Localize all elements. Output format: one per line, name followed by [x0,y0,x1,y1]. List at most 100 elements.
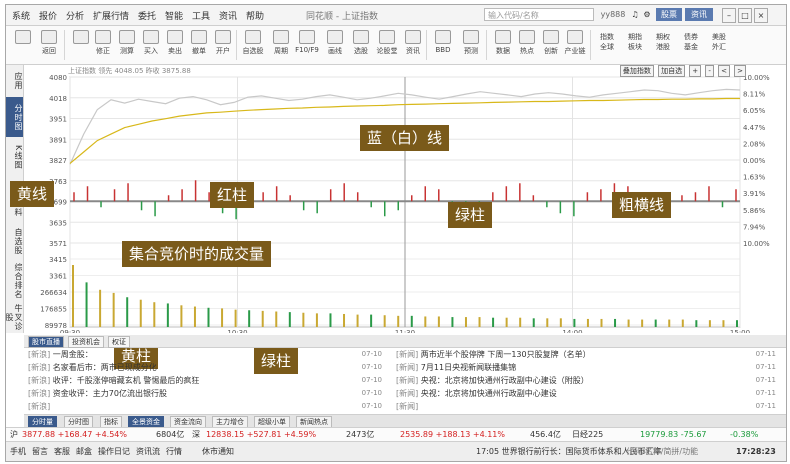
layout-icon[interactable] [10,28,36,62]
hot-button[interactable]: 热点 [514,28,540,62]
menu-ext-market[interactable]: 扩展行情 [93,12,130,22]
menu-trade[interactable]: 委托 [138,12,157,22]
stock-mode-button[interactable]: 股票 [656,8,682,21]
industry-chain-button[interactable]: 产业链 [562,28,588,62]
status-mobile[interactable]: 手机 [10,447,26,456]
news-title[interactable]: 收评：千股涨停暗藏玄机 警惕最后的疯狂 [52,376,200,385]
user-name[interactable]: yy888 [600,10,626,19]
news-title[interactable]: 资金收评：主力70亿流出银行股 [52,389,167,398]
news-title[interactable]: 央视：北京将加快通州行政副中心建设（附股） [420,376,589,385]
f10-button[interactable]: F10/F9 [294,28,320,62]
back-button[interactable]: 返回 [36,28,62,62]
overlay-index-button[interactable]: 叠加指数 [619,65,654,77]
zoom-in-button[interactable]: + [689,65,702,77]
buy-button[interactable]: 买入 [138,28,164,62]
window-title: 同花顺 - 上证指数 [306,12,378,22]
bottom-tab-volume[interactable]: 分时量 [28,416,57,428]
minimize-icon[interactable]: – [722,8,736,23]
sz-index-value[interactable]: 12838.15 +527.81 +4.59% [206,430,317,439]
chart-toolbar: 叠加指数 加自选 + - < > [619,65,746,77]
tab-app[interactable]: 应用 [14,72,23,90]
search-input[interactable]: 输入代码/名称 [484,8,594,21]
bottom-tab-full-funds[interactable]: 全景资金 [128,416,164,428]
volume-tick-label: 3415 [49,256,67,264]
tab-ranking[interactable]: 综合排名 [14,263,23,299]
news-button[interactable]: 资讯 [400,28,426,62]
news-item[interactable]: [新浪] 一周金股：07-10 [28,348,388,361]
news-tab-warrant[interactable]: 权证 [108,336,130,348]
tab-kline[interactable]: K线图 [14,144,23,170]
chart-header: 上证指数 领先 4048.05 昨收 3875.88 [68,67,191,75]
menu-smart[interactable]: 智能 [165,12,184,22]
fix-button[interactable]: 修正 [90,28,116,62]
status-close-notice[interactable]: 休市通知 [202,447,234,456]
cyb-index-value[interactable]: 2535.89 +188.13 +4.11% [400,430,505,439]
news-tab-live[interactable]: 股市直播 [28,336,64,348]
stock-picker-button[interactable]: 选股 [348,28,374,62]
calc-button[interactable]: 测算 [114,28,140,62]
forecast-button[interactable]: 预测 [458,28,484,62]
close-icon[interactable]: × [754,8,768,23]
news-title[interactable]: 两市近半个股停牌 下周一130只股复牌（名单） [420,350,591,359]
news-mode-button[interactable]: 资讯 [685,8,713,21]
menu-system[interactable]: 系统 [12,12,31,22]
scroll-right-button[interactable]: > [734,65,746,77]
news-item[interactable]: [新闻] 两市近半个股停牌 下周一130只股复牌（名单）07-11 [396,348,782,361]
cancel-order-button[interactable]: 撤单 [186,28,212,62]
news-title[interactable]: 7月11日央视新闻联播集锦 [420,363,517,372]
options-button[interactable]: 期权港股 [656,33,670,51]
tab-watchlist[interactable]: 自选股 [14,227,23,255]
status-mailbox[interactable]: 邮盒 [76,447,92,456]
watchlist-button[interactable]: 自选股 [240,28,266,62]
forum-button[interactable]: 论股堂 [374,28,400,62]
data-button[interactable]: 数据 [490,28,516,62]
status-op-log[interactable]: 操作日记 [98,447,130,456]
status-news-flow[interactable]: 资讯流 [136,447,160,456]
news-title[interactable]: 名家看后市：两市已现成分化 [52,363,157,372]
news-tab-opportunity[interactable]: 投资机会 [68,336,104,348]
price-tick-label: 3699 [49,199,67,207]
news-item[interactable]: [新浪] 07-10 [28,400,388,413]
futures-button[interactable]: 期指板块 [628,33,642,51]
refresh-button[interactable] [68,28,94,62]
period-button[interactable]: 周期 [268,28,294,62]
price-tick-label: 3571 [49,240,67,248]
tab-timeshare[interactable]: 分时图 [6,97,23,137]
status-message[interactable]: 留言 [32,447,48,456]
scroll-left-button[interactable]: < [718,65,730,77]
draw-line-button[interactable]: 画线 [322,28,348,62]
menu-analysis[interactable]: 分析 [66,12,85,22]
zoom-out-button[interactable]: - [705,65,714,77]
bbd-button[interactable]: BBD [430,28,456,62]
menu-tools[interactable]: 工具 [192,12,211,22]
settings-icon[interactable]: ⚙ [643,10,651,19]
nikkei-value[interactable]: 19779.83 -75.67 [640,430,707,439]
command-input[interactable]: 代码/名称/简拼/功能 [626,447,699,456]
news-title[interactable]: 央视：北京将加快通州行政副中心建设 [420,389,557,398]
news-title[interactable]: 一周金股： [52,350,93,359]
menu-help[interactable]: 帮助 [246,12,265,22]
us-stock-button[interactable]: 美股外汇 [712,33,726,51]
open-account-button[interactable]: 开户 [210,28,236,62]
sell-button[interactable]: 卖出 [162,28,188,62]
add-watchlist-button[interactable]: 加自选 [658,65,686,77]
status-service[interactable]: 客服 [54,447,70,456]
news-item[interactable]: [新闻] 央视：北京将加快通州行政副中心建设（附股）07-11 [396,374,782,387]
menu-news[interactable]: 资讯 [219,12,238,22]
maximize-icon[interactable]: □ [738,8,752,23]
menu-quote[interactable]: 报价 [39,12,58,22]
status-quote[interactable]: 行情 [166,447,182,456]
tab-diagnosis[interactable]: 牛叉诊股 [5,303,23,331]
index-button[interactable]: 指数全球 [600,33,614,51]
news-item[interactable]: [新闻] 07-11 [396,400,782,413]
sh-index-value[interactable]: 3877.88 +168.47 +4.54% [22,430,127,439]
bell-icon[interactable]: ♫ [631,10,639,19]
innovation-button[interactable]: 创新 [538,28,564,62]
bond-button[interactable]: 债券基金 [684,33,698,51]
